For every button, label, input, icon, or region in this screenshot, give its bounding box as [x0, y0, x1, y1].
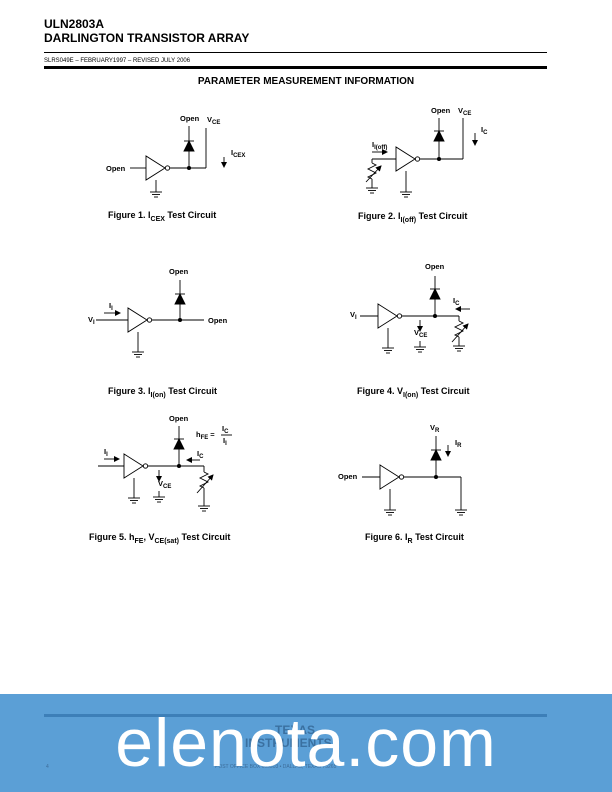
fig5-hfe-denominator: II [223, 436, 227, 447]
figure-1-caption: Figure 1. ICEX Test Circuit [108, 210, 217, 223]
section-title: PARAMETER MEASUREMENT INFORMATION [197, 76, 415, 87]
figure-3-circuit [96, 280, 204, 358]
document-title: DARLINGTON TRANSISTOR ARRAY [44, 31, 250, 45]
fig1-icex-label: ICEX [231, 148, 245, 159]
header-rule-thick [44, 66, 547, 69]
fig4-ic-label: IC [453, 296, 460, 307]
fig6-vr-label: VR [430, 423, 440, 434]
fig4-open-label: Open [425, 262, 445, 271]
figure-4-caption: Figure 4. VI(on) Test Circuit [357, 386, 470, 399]
fig5-hfe-label: hFE= [196, 430, 215, 441]
fig1-open-input-label: Open [106, 164, 126, 173]
figure-6-circuit [362, 436, 467, 516]
doc-info: SLRS049E – FEBRUARY1997 – REVISED JULY 2… [44, 58, 191, 64]
fig3-open-output-label: Open [208, 316, 228, 325]
fig4-vce-label: VCE [414, 328, 427, 339]
fig2-open-label: Open [431, 106, 451, 115]
footer-address: POST OFFICE BOX 655303 • DALLAS, TEXAS 7… [215, 764, 337, 770]
fig5-hfe-numerator: IC [222, 424, 229, 435]
figure-3-caption: Figure 3. II(on) Test Circuit [108, 386, 218, 399]
fig1-open-label: Open [180, 114, 200, 123]
figure-5-caption: Figure 5. hFE, VCE(sat) Test Circuit [89, 532, 231, 545]
footer-rule [44, 714, 547, 717]
figure-4-circuit [360, 276, 470, 354]
fig4-vi-label: VI [350, 310, 357, 321]
fig3-open-label: Open [169, 267, 189, 276]
ti-logo: TEXAS INSTRUMENTS [245, 723, 332, 750]
fig5-open-label: Open [169, 414, 189, 423]
fig6-ir-label: IR [455, 438, 462, 449]
page-number: 4 [46, 764, 49, 770]
fig2-ioff-label: II(off) [372, 140, 387, 151]
figure-2-caption: Figure 2. II(off) Test Circuit [358, 211, 468, 224]
part-number: ULN2803A [44, 17, 105, 31]
fig5-vce-label: VCE [158, 479, 171, 490]
fig3-vi-label: VI [88, 315, 95, 326]
fig3-ii-label: II [109, 301, 113, 312]
figure-5-circuit [98, 426, 232, 512]
header-rule-thin [44, 52, 547, 53]
fig5-ic-label: IC [197, 449, 204, 460]
fig6-open-label: Open [338, 472, 358, 481]
fig1-vce-label: VCE [207, 115, 220, 126]
fig5-ii-label: II [104, 447, 108, 458]
figure-2-circuit [365, 118, 478, 198]
fig2-vce-label: VCE [458, 106, 471, 117]
watermark-banner: TEXAS INSTRUMENTS 4 POST OFFICE BOX 6553… [0, 694, 612, 792]
watermark-brand[interactable]: elenota.com [115, 705, 497, 781]
fig2-ic-label: IC [481, 125, 488, 136]
figure-1-circuit [130, 126, 227, 198]
figure-6-caption: Figure 6. IR Test Circuit [365, 532, 464, 545]
